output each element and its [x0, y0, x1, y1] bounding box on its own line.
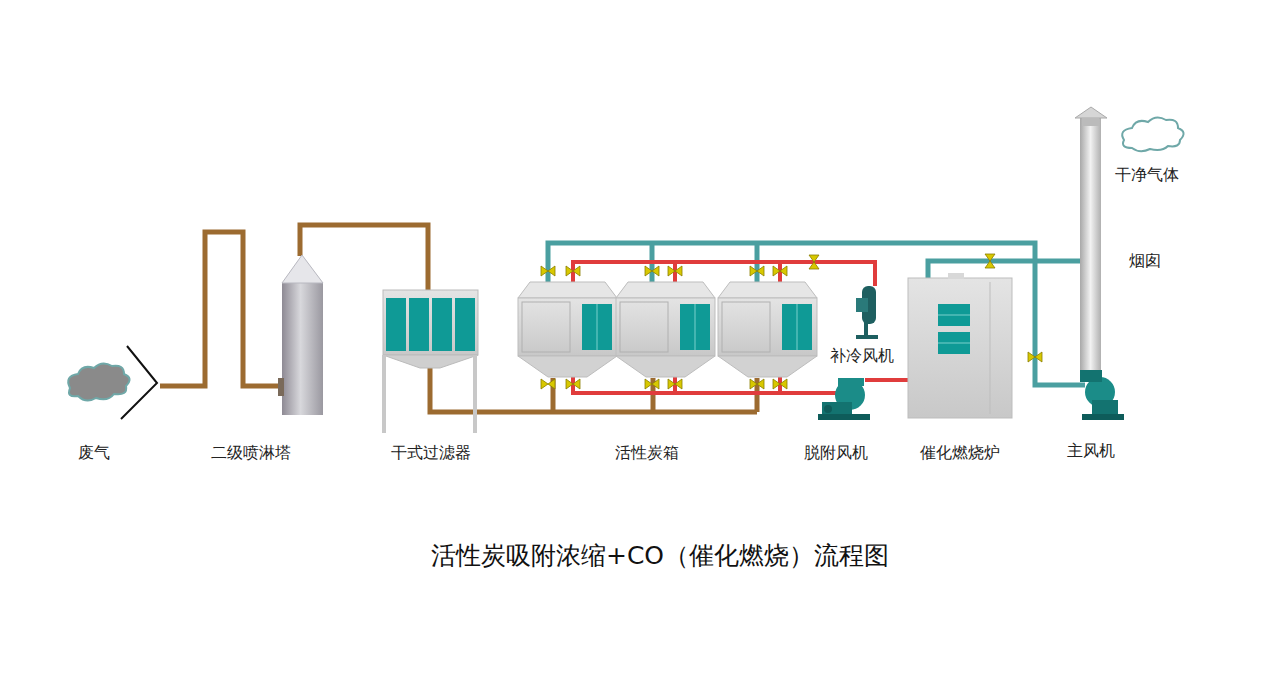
valve [985, 254, 995, 268]
carbon-box-door-line [597, 304, 598, 350]
part-label: 二级喷淋塔 [211, 443, 291, 462]
valve [809, 255, 819, 269]
desorption-pipes [573, 262, 908, 393]
valve [645, 379, 659, 389]
valve [566, 266, 580, 276]
dry-filter [382, 290, 478, 433]
part-label: 活性炭箱 [615, 443, 679, 462]
carbon-box-top [616, 282, 715, 298]
valve [668, 266, 682, 276]
part-label: 脱附风机 [804, 443, 868, 462]
carbon-box-panel [522, 302, 570, 352]
carbon-box-door [680, 304, 710, 350]
carbon-box-panel [620, 302, 668, 352]
carbon-box-body [518, 298, 617, 356]
valve [541, 379, 555, 389]
carbon-box-body [718, 298, 817, 356]
carbon-box-body [616, 298, 715, 356]
valve [541, 266, 555, 276]
chimney [1075, 107, 1107, 373]
carbon-box-hopper [518, 356, 617, 377]
valve [773, 266, 787, 276]
valve [668, 379, 682, 389]
main-fan [1080, 370, 1124, 420]
carbon-box-hopper [718, 356, 817, 377]
carbon-boxes [518, 282, 817, 377]
part-label: 补冷风机 [830, 346, 894, 365]
carbon-box-door [782, 304, 812, 350]
cold-air-fan [856, 286, 878, 339]
inlet-hood [121, 346, 157, 419]
part-label: 废气 [78, 443, 110, 462]
part-label: 主风机 [1067, 441, 1115, 460]
part-label: 干式过滤器 [391, 443, 471, 462]
carbon-box-hopper [616, 356, 715, 377]
carbon-box-door-line [695, 304, 696, 350]
valve [773, 379, 787, 389]
spray-tower [278, 255, 323, 415]
valve [1028, 352, 1042, 362]
valves [541, 254, 1042, 389]
diagram-caption: 活性炭吸附浓缩+CO（催化燃烧）流程图 [431, 541, 889, 571]
waste-gas-pipes [160, 225, 757, 412]
part-label: 烟囱 [1129, 251, 1161, 270]
carbon-box-door-line [797, 304, 798, 350]
carbon-box-panel [722, 302, 770, 352]
part-label: 催化燃烧炉 [920, 443, 1000, 462]
clean-gas-cloud [1122, 117, 1183, 151]
carbon-box-door [582, 304, 612, 350]
carbon-box-top [718, 282, 817, 298]
catalytic-furnace [908, 273, 1012, 418]
part-label: 干净气体 [1115, 165, 1179, 184]
valve [750, 266, 764, 276]
valve [566, 379, 580, 389]
waste-gas-cloud [68, 363, 129, 400]
valve [645, 266, 659, 276]
valve [750, 379, 764, 389]
desorption-fan [818, 378, 870, 420]
carbon-box-top [518, 282, 617, 298]
